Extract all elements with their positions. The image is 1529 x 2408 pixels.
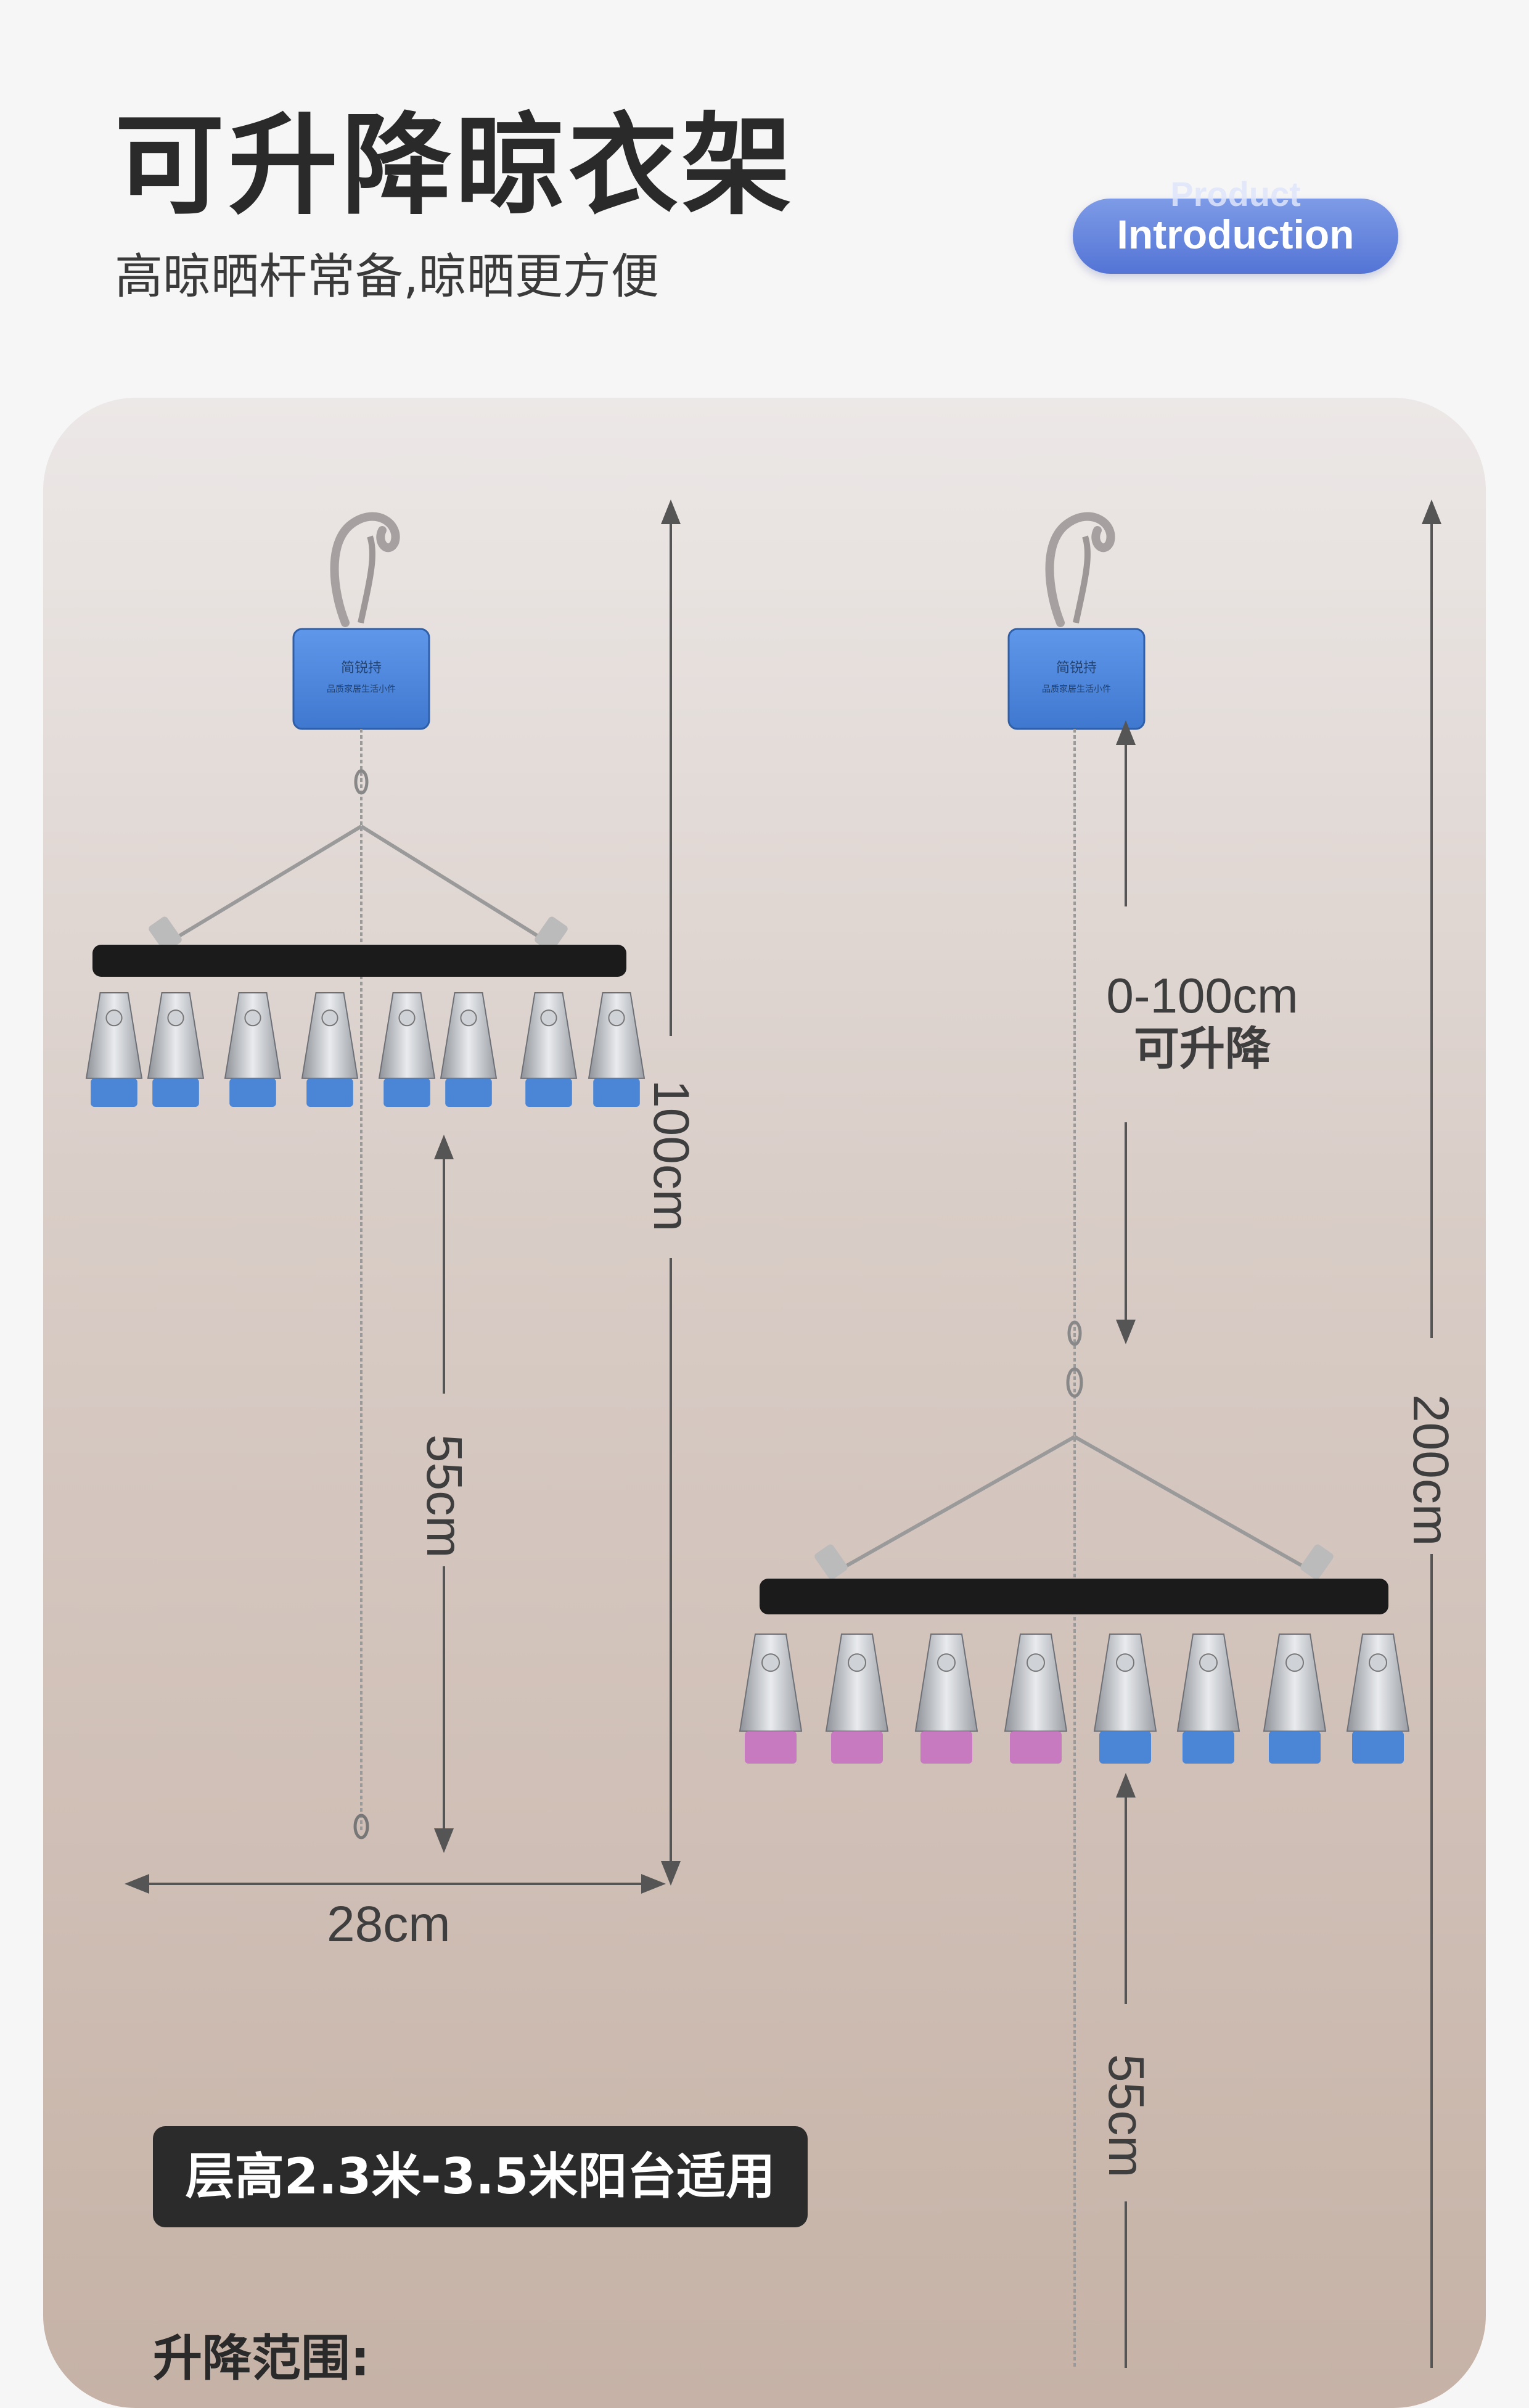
right-box-line2: 品质家居生活小件 (1042, 684, 1111, 694)
clip (1004, 1633, 1068, 1764)
clip (1346, 1633, 1410, 1764)
right-hanger-bar (760, 1579, 1388, 1614)
clip (520, 992, 578, 1107)
clip (440, 992, 498, 1107)
badge-main-label: Introduction (1117, 212, 1355, 257)
left-hook-icon (330, 512, 400, 627)
right-hanger: 简锐持 品质家居生活小件 (739, 512, 1410, 2368)
clip (301, 992, 359, 1107)
clip (1093, 1633, 1157, 1764)
page-subtitle: 高晾晒杆常备,晾晒更方便 (115, 249, 659, 305)
clip (147, 992, 205, 1107)
range-label: 0-100cm 可升降 (1048, 968, 1356, 1074)
right-hook-box (1007, 628, 1146, 730)
left-drop-label: 55cm (416, 1434, 472, 1558)
clip (739, 1633, 803, 1764)
page-title: 可升降晾衣架 (115, 102, 795, 229)
clip (1263, 1633, 1327, 1764)
right-box-line1: 简锐持 (1056, 660, 1097, 676)
range-value: 0-100cm (1106, 968, 1298, 1023)
clip (914, 1633, 978, 1764)
clip (825, 1633, 889, 1764)
left-height-label: 100cm (643, 1080, 699, 1232)
clip (588, 992, 646, 1107)
right-hook-icon (1045, 512, 1115, 627)
width-label: 28cm (327, 1896, 451, 1952)
product-introduction-badge: Product Introduction (1073, 175, 1398, 274)
left-box-line1: 简锐持 (341, 660, 382, 676)
badge-sub-label: Product (1170, 175, 1301, 213)
lift-range-heading: 升降范围: (153, 2330, 370, 2387)
clip (224, 992, 282, 1107)
right-drop-label: 55cm (1098, 2054, 1154, 2178)
right-height-label: 200cm (1403, 1394, 1459, 1547)
clip (85, 992, 143, 1107)
dimension-lines (125, 499, 1441, 2368)
product-panel (43, 398, 1486, 2408)
suitable-floor-height-badge: 层高2.3米-3.5米阳台适用 (153, 2126, 808, 2227)
clip (378, 992, 436, 1107)
left-hook-box (292, 628, 430, 730)
left-clips (85, 992, 646, 1107)
range-caption: 可升降 (1134, 1022, 1271, 1075)
left-box-line2: 品质家居生活小件 (327, 684, 396, 694)
clip (1176, 1633, 1240, 1764)
left-hanger-bar (92, 945, 626, 977)
left-hanger: 简锐持 品质家居生活小件 (85, 512, 646, 1839)
right-clips (739, 1633, 1410, 1764)
